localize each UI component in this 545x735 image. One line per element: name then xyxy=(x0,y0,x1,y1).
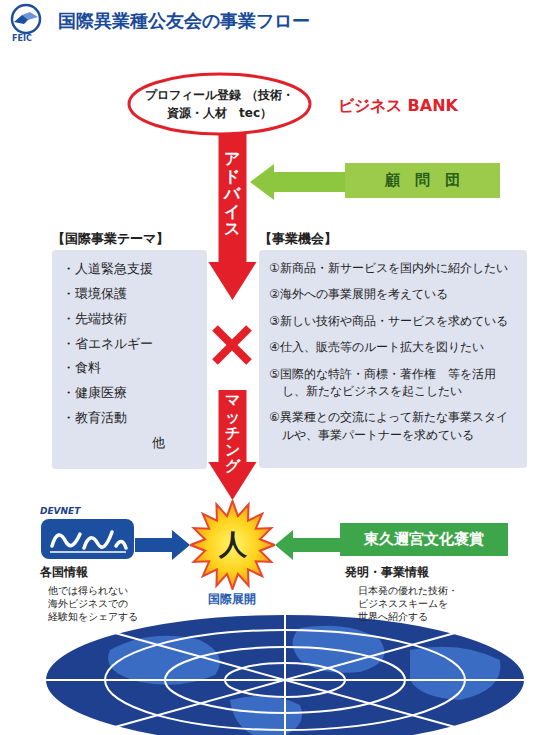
panel-item: ③新しい技術や商品・サービスを求めている xyxy=(269,313,519,330)
panel-item: ①新商品・新サービスを国内外に紹介したい xyxy=(269,260,519,277)
panel-item: ・健康医療 xyxy=(62,384,199,403)
cross-mark xyxy=(215,328,249,362)
arrow-label: アドバイス xyxy=(224,150,240,238)
panel-item: ④仕入、販売等のルート拡大を図りたい xyxy=(269,339,519,356)
theme-panel: 【国際事業テーマ】・人道緊急支援・環境保護・先端技術・省エネルギー・食料・健康医… xyxy=(52,230,207,469)
panel-item: ・環境保護 xyxy=(62,285,199,304)
award-box: 東久邇宮文化褒賞 xyxy=(340,523,508,556)
panel-heading: 【国際事業テーマ】 xyxy=(52,230,207,250)
flow-arrow xyxy=(275,530,340,560)
flow-arrow xyxy=(209,134,257,500)
info-note: 日本発の優れた技術・ ビジネススキームを 世界へ紹介する xyxy=(358,584,470,623)
panel-body: ・人道緊急支援・環境保護・先端技術・省エネルギー・食料・健康医療・教育活動他 xyxy=(52,250,207,469)
panel-item: ・省エネルギー xyxy=(62,335,199,354)
opportunity-panel: 【事業機会】 ①新商品・新サービスを国内外に紹介したい ②海外への事業展開を考えてい… xyxy=(259,230,527,468)
panel-item: ②海外への事業展開を考えている xyxy=(269,286,519,303)
diagram-title: 国際異業種公友会の事業フロー xyxy=(58,9,310,33)
bank-label: ビジネス BANK xyxy=(338,96,458,115)
star-text: 人 xyxy=(219,526,247,564)
info-heading: 発明・事業情報 xyxy=(345,565,429,579)
panel-item: ・人道緊急支援 xyxy=(62,260,199,279)
node-text: プロフィール登録 （技術・資源・人材 tec） xyxy=(137,86,302,122)
panel-item: 他 xyxy=(152,434,199,453)
panel-item: ・食料 xyxy=(62,359,199,378)
panel-item: ・先端技術 xyxy=(62,310,199,329)
panel-item: ⑥異業種との交流によって新たな事業スタイルや、事業パートナーを求めている xyxy=(269,409,519,444)
panel-heading: 【事業機会】 xyxy=(259,230,527,250)
panel-item: ・教育活動 xyxy=(62,409,199,428)
feic-logo xyxy=(12,5,40,33)
flow-arrow xyxy=(135,530,190,560)
info-note: 他では得られない 海外ビジネスでの 経験知をシェアする xyxy=(48,584,148,623)
ellipse-outline xyxy=(127,72,312,136)
profile-ellipse: プロフィール登録 （技術・資源・人材 tec） xyxy=(127,72,312,136)
panel-item: ⑤国際的な特許・商標・著作権 等を活用し、新たなビジネスを起こしたい xyxy=(269,366,519,401)
logo-text: DEVNET xyxy=(40,506,135,518)
person-star: 人 xyxy=(190,500,275,590)
advisor-box: 顧 問 団 xyxy=(345,163,500,198)
panel-body: ①新商品・新サービスを国内外に紹介したい ②海外への事業展開を考えている ③新しい技… xyxy=(259,250,527,468)
advisor-arrow xyxy=(250,164,345,200)
logo-label: FEIC xyxy=(12,34,32,44)
box-text: 東久邇宮文化褒賞 xyxy=(364,530,484,549)
arrow-label: マッチング xyxy=(225,392,240,475)
devnet-logo: DEVNET xyxy=(40,506,135,560)
box-text: 顧 問 団 xyxy=(385,171,460,190)
expansion-label: 国際展開 xyxy=(208,592,256,606)
devnet-emblem xyxy=(40,518,135,560)
info-heading: 各国情報 xyxy=(40,565,88,579)
